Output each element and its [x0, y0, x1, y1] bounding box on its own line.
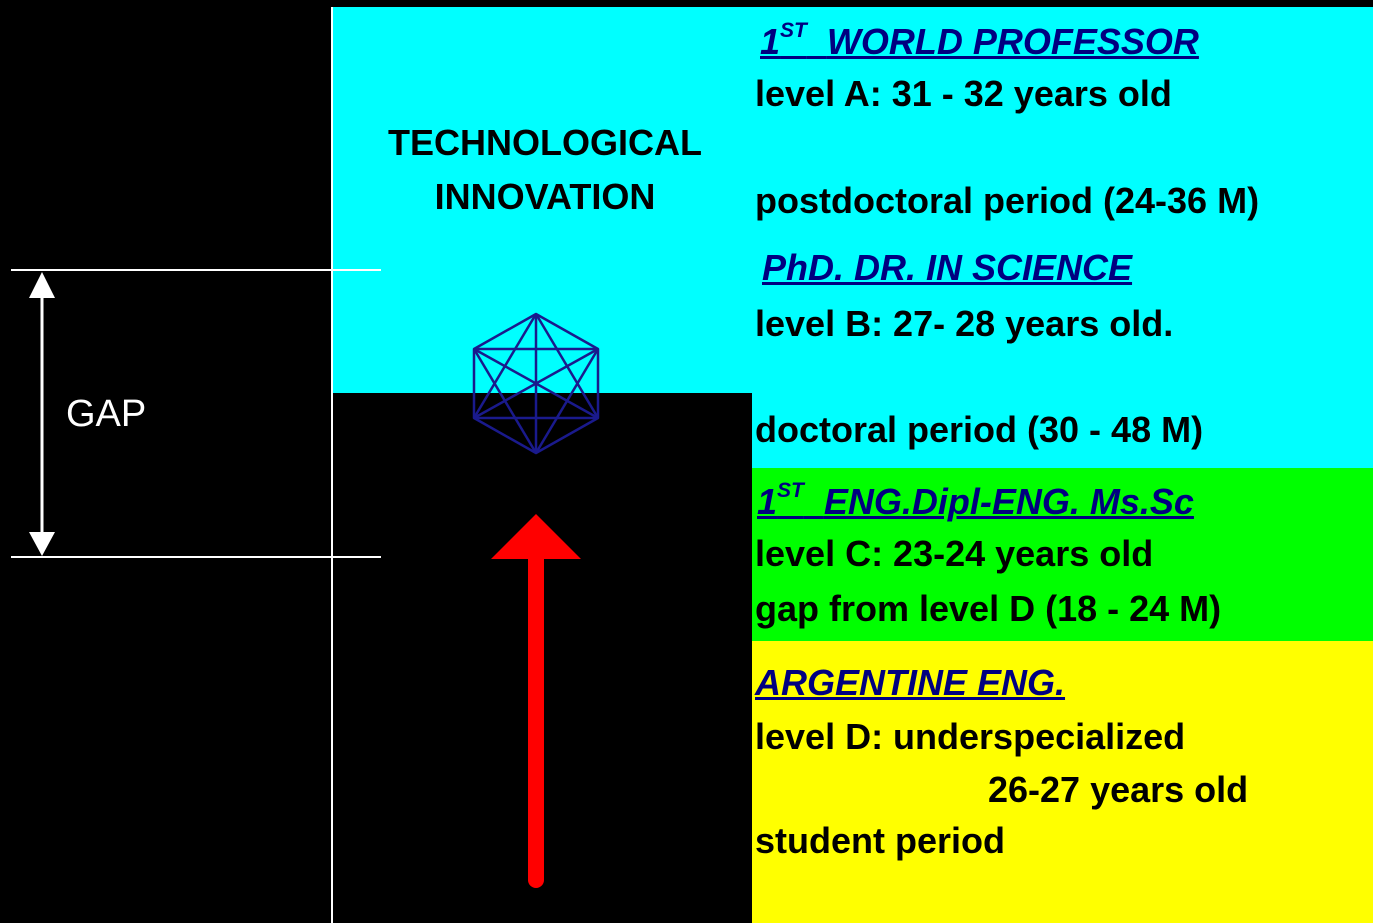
level-a-period: postdoctoral period (24-36 M)	[755, 180, 1260, 221]
level-a-age: level A: 31 - 32 years old	[755, 73, 1172, 114]
level-ab-panel-top	[332, 7, 1373, 393]
level-b-age: level B: 27- 28 years old.	[755, 303, 1174, 344]
level-d-age: 26-27 years old	[988, 769, 1249, 810]
level-d-heading: ARGENTINE ENG.	[755, 662, 1066, 703]
level-c-heading: 1ST ENG.Dipl-ENG. Ms.Sc	[757, 479, 1194, 522]
progress-arrow	[491, 514, 581, 888]
vertical-divider	[331, 7, 333, 923]
gap-double-arrow	[29, 272, 55, 556]
tech-innovation-line1: TECHNOLOGICAL	[388, 122, 702, 163]
gap-top-line	[11, 269, 381, 271]
level-c-age: level C: 23-24 years old	[755, 533, 1154, 574]
level-d-status: level D: underspecialized	[755, 716, 1186, 757]
level-c-gap: gap from level D (18 - 24 M)	[755, 588, 1222, 629]
level-b-heading: PhD. DR. IN SCIENCE	[762, 247, 1133, 288]
level-d-panel	[752, 641, 1373, 923]
level-a-heading: 1ST WORLD PROFESSOR	[760, 19, 1199, 62]
gap-label: GAP	[66, 393, 147, 435]
level-ab-panel-right	[752, 393, 1373, 468]
level-c-panel	[752, 468, 1373, 641]
level-d-period: student period	[755, 820, 1005, 861]
tech-innovation-line2: INNOVATION	[434, 176, 656, 217]
polyhedron-icon	[472, 312, 600, 455]
gap-bottom-line	[11, 556, 381, 558]
level-b-period: doctoral period (30 - 48 M)	[755, 409, 1204, 450]
